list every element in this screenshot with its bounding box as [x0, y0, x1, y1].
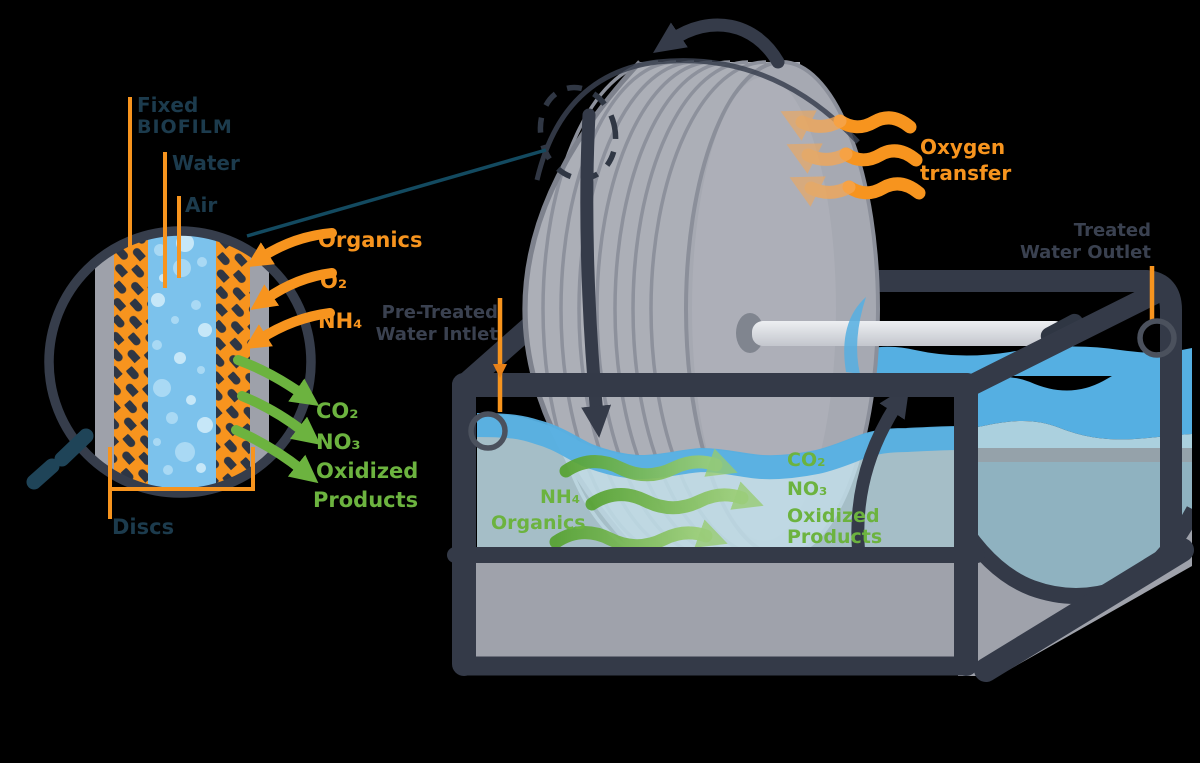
discs-bracket — [108, 447, 255, 519]
tank-front-frame — [447, 373, 985, 676]
tank-end-cutaway — [956, 348, 1192, 676]
tank-nh4-label: NH₄ — [540, 486, 580, 508]
water-label: Water — [172, 151, 240, 175]
treated-water-outlet-label: Treated — [1074, 220, 1151, 241]
discs-label: Discs — [112, 515, 174, 539]
drum-top-edge — [534, 58, 860, 181]
rotation-arrow — [653, 18, 785, 69]
wave-crest — [844, 297, 866, 374]
tank-front-panel — [476, 562, 954, 658]
green-flow-arrows — [549, 448, 764, 553]
tank-oxidized-label: Oxidized — [787, 505, 880, 527]
tank-organics-label: Organics — [491, 512, 586, 534]
air-bubbles — [151, 235, 213, 475]
no3-out-label: NO₃ — [316, 430, 361, 454]
fixed-biofilm-label-2: BIOFILM — [137, 116, 233, 138]
outlet-port — [1137, 266, 1177, 358]
magnifier-handle — [26, 428, 94, 490]
nh4-in-label: NH₄ — [318, 309, 362, 333]
air-label: Air — [185, 193, 217, 217]
biofilm-magnifier: Fixed BIOFILM Water Air Organics O₂ NH₄ … — [26, 93, 423, 539]
o2-in-label: O₂ — [320, 269, 347, 293]
magnifier-connector-line — [246, 148, 547, 238]
input-arrows — [243, 228, 337, 350]
oxygen-transfer-label-2: transfer — [920, 161, 1011, 185]
biofilm-left — [114, 235, 148, 489]
pre-treated-water-inlet-label: Pre-Treated — [382, 302, 498, 323]
products-out-label: Products — [313, 488, 418, 512]
tank-co2-label: CO₂ — [787, 449, 825, 471]
oxygen-transfer-label: Oxygen — [920, 135, 1005, 159]
tank-no3-label: NO₃ — [787, 478, 827, 500]
tank-products-label: Products — [787, 526, 882, 548]
oxidized-out-label: Oxidized — [316, 459, 418, 483]
organics-in-label: Organics — [318, 228, 423, 252]
treated-water-outlet-label-2: Water Outlet — [1020, 242, 1151, 263]
inlet-port — [468, 298, 508, 451]
oxygen-wave-arrows — [780, 110, 926, 207]
pre-treated-water-inlet-label-2: Water Intlet — [376, 324, 499, 345]
inlet-arrowhead — [493, 364, 507, 378]
output-arrows — [231, 355, 321, 484]
disc-left — [95, 235, 114, 489]
fixed-biofilm-label: Fixed — [137, 93, 198, 117]
co2-out-label: CO₂ — [316, 399, 358, 423]
tank-top-right-edge — [955, 278, 1175, 399]
label-leader-lines — [128, 97, 181, 288]
